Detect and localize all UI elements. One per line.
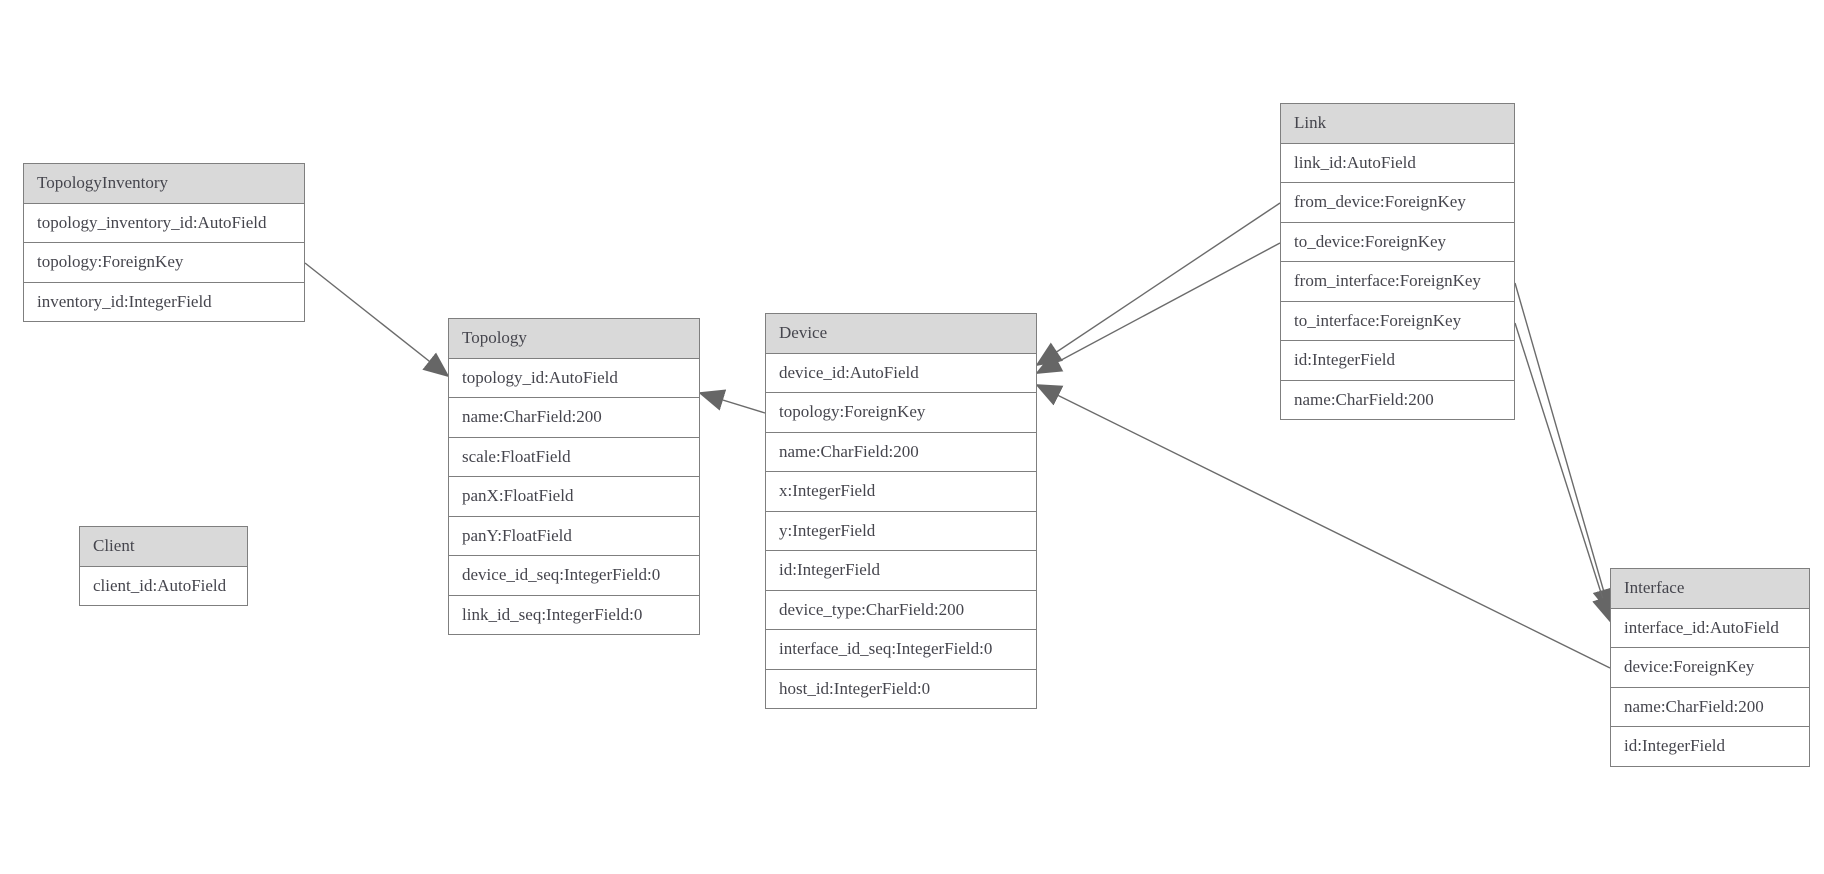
field-row-topology_inventory-inventory_id: inventory_id:IntegerField bbox=[24, 282, 304, 321]
relationship-link-from-device-fk bbox=[1035, 202, 1281, 367]
entity-title-interface: Interface bbox=[1611, 569, 1809, 609]
field-row-interface-name: name:CharField:200 bbox=[1611, 687, 1809, 727]
field-row-device-device_type: device_type:CharField:200 bbox=[766, 590, 1036, 630]
entity-title-device: Device bbox=[766, 314, 1036, 354]
field-row-device-x: x:IntegerField bbox=[766, 472, 1036, 512]
field-row-topology_inventory-topology_inventory_id: topology_inventory_id:AutoField bbox=[24, 203, 304, 243]
field-row-link-to_interface: to_interface:ForeignKey bbox=[1281, 301, 1514, 341]
field-row-topology-device_id_seq: device_id_seq:IntegerField:0 bbox=[449, 556, 699, 596]
field-row-topology-topology_id: topology_id:AutoField bbox=[449, 358, 699, 398]
relationship-interface-device-fk bbox=[1035, 384, 1611, 669]
field-row-interface-device: device:ForeignKey bbox=[1611, 648, 1809, 688]
field-row-device-host_id: host_id:IntegerField:0 bbox=[766, 669, 1036, 708]
field-row-topology-scale: scale:FloatField bbox=[449, 437, 699, 477]
field-row-link-to_device: to_device:ForeignKey bbox=[1281, 222, 1514, 262]
field-row-link-from_device: from_device:ForeignKey bbox=[1281, 183, 1514, 223]
field-row-device-name: name:CharField:200 bbox=[766, 432, 1036, 472]
field-row-client-client_id: client_id:AutoField bbox=[80, 566, 247, 605]
field-row-topology-panX: panX:FloatField bbox=[449, 477, 699, 517]
relationship-topology-inventory-topology-fk bbox=[304, 262, 450, 378]
field-row-device-y: y:IntegerField bbox=[766, 511, 1036, 551]
entity-title-link: Link bbox=[1281, 104, 1514, 144]
field-row-topology-panY: panY:FloatField bbox=[449, 516, 699, 556]
field-row-device-device_id: device_id:AutoField bbox=[766, 353, 1036, 393]
field-row-device-topology: topology:ForeignKey bbox=[766, 393, 1036, 433]
field-row-device-id: id:IntegerField bbox=[766, 551, 1036, 591]
relationship-link-to-device-fk bbox=[1035, 242, 1281, 374]
field-row-link-name: name:CharField:200 bbox=[1281, 380, 1514, 419]
field-row-topology-name: name:CharField:200 bbox=[449, 398, 699, 438]
field-row-topology-link_id_seq: link_id_seq:IntegerField:0 bbox=[449, 595, 699, 634]
field-row-link-link_id: link_id:AutoField bbox=[1281, 143, 1514, 183]
entity-title-topology: Topology bbox=[449, 319, 699, 359]
field-row-device-interface_id_seq: interface_id_seq:IntegerField:0 bbox=[766, 630, 1036, 670]
relationship-link-from-interface-fk bbox=[1514, 282, 1614, 615]
entity-title-client: Client bbox=[80, 527, 247, 567]
field-row-topology_inventory-topology: topology:ForeignKey bbox=[24, 243, 304, 283]
field-row-link-from_interface: from_interface:ForeignKey bbox=[1281, 262, 1514, 302]
field-row-link-id: id:IntegerField bbox=[1281, 341, 1514, 381]
entity-title-topology_inventory: TopologyInventory bbox=[24, 164, 304, 204]
field-row-interface-id: id:IntegerField bbox=[1611, 727, 1809, 766]
relationship-link-to-interface-fk bbox=[1514, 322, 1614, 623]
field-row-interface-interface_id: interface_id:AutoField bbox=[1611, 608, 1809, 648]
relationship-device-topology-fk bbox=[698, 389, 766, 414]
